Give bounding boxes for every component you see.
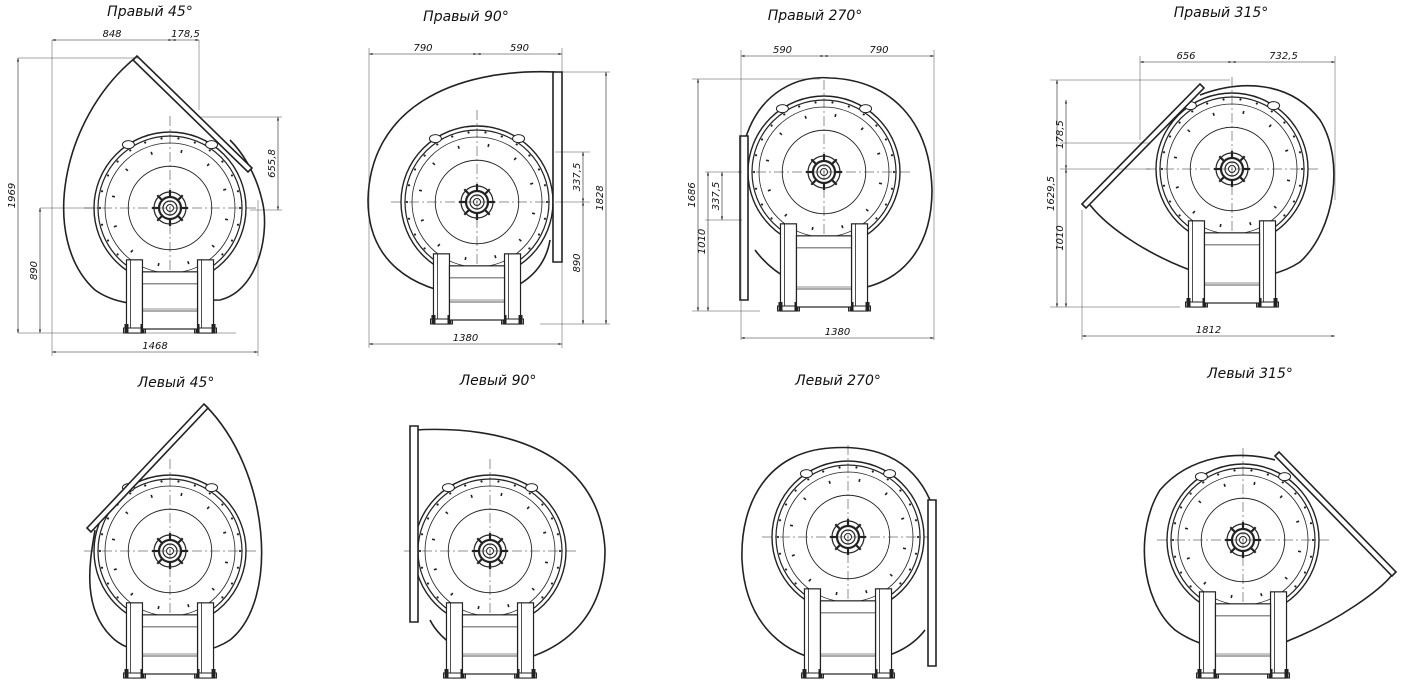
- fan-left-270: [741, 445, 937, 679]
- title-right-90: Правый 90°: [423, 9, 509, 25]
- dim-178-5: 178,5: [171, 29, 200, 40]
- dim-590b: 590: [773, 45, 792, 56]
- dim-1010b: 1010: [1055, 225, 1066, 250]
- dim-890b: 890: [572, 253, 583, 272]
- fan-left-90: [404, 425, 606, 679]
- title-right-45: Правый 45°: [107, 4, 193, 20]
- title-left-315: Левый 315°: [1207, 366, 1293, 382]
- volute-outline: [1089, 85, 1335, 279]
- dim-790: 790: [413, 43, 432, 54]
- fan-right-315: [1080, 77, 1335, 308]
- dims-right-315: 656 732,5 1629,5 178,5 1010 1812: [1046, 51, 1336, 340]
- outlet-flange: [131, 54, 254, 174]
- dim-848: 848: [102, 29, 121, 40]
- dim-1010: 1010: [697, 229, 708, 254]
- volute-outline: [62, 57, 266, 306]
- fan-right-45: [62, 54, 266, 334]
- fan-left-315: [1143, 448, 1398, 679]
- dim-890: 890: [29, 261, 40, 280]
- dim-1468: 1468: [142, 341, 167, 352]
- dim-1380b: 1380: [825, 327, 850, 338]
- title-left-90: Левый 90°: [459, 373, 537, 389]
- fan-left-45: [84, 402, 263, 679]
- outlet-flange: [85, 402, 210, 534]
- outlet-flange: [1080, 82, 1206, 210]
- dims-right-45: 848 178,5 1969 890 655,8 1468: [7, 29, 282, 356]
- dim-337-5b: 337,5: [711, 182, 722, 211]
- outlet-flange: [409, 425, 419, 623]
- fan-right-90: [367, 70, 563, 325]
- dim-655-8: 655,8: [267, 149, 278, 178]
- dim-732-5: 732,5: [1269, 51, 1298, 62]
- dim-1812: 1812: [1196, 325, 1221, 336]
- fan-right-270: [738, 76, 933, 312]
- title-right-270: Правый 270°: [767, 8, 863, 24]
- outlet-flange: [1273, 450, 1398, 578]
- dim-656: 656: [1176, 51, 1195, 62]
- dim-178-5b: 178,5: [1055, 120, 1066, 149]
- title-right-315: Правый 315°: [1173, 5, 1269, 21]
- dim-1629-5: 1629,5: [1046, 176, 1057, 211]
- dim-1828: 1828: [595, 185, 606, 210]
- dim-590: 590: [510, 43, 529, 54]
- volute-outline: [367, 70, 556, 297]
- dim-790b: 790: [869, 45, 888, 56]
- title-left-270: Левый 270°: [795, 373, 881, 389]
- dims-right-90: 790 590 337,5 1828 890 1380: [368, 43, 610, 348]
- outlet-flange: [739, 135, 749, 301]
- title-left-45: Левый 45°: [137, 375, 215, 391]
- outlet-flange: [927, 499, 937, 667]
- volute-outline: [1143, 454, 1393, 652]
- outlet-flange: [552, 71, 563, 263]
- dim-1380: 1380: [453, 333, 478, 344]
- dim-1686: 1686: [687, 182, 698, 207]
- dims-right-270: 590 790 1686 337,5 1010 1380: [687, 45, 935, 340]
- dim-337-5: 337,5: [572, 163, 583, 192]
- dim-1969: 1969: [7, 183, 18, 208]
